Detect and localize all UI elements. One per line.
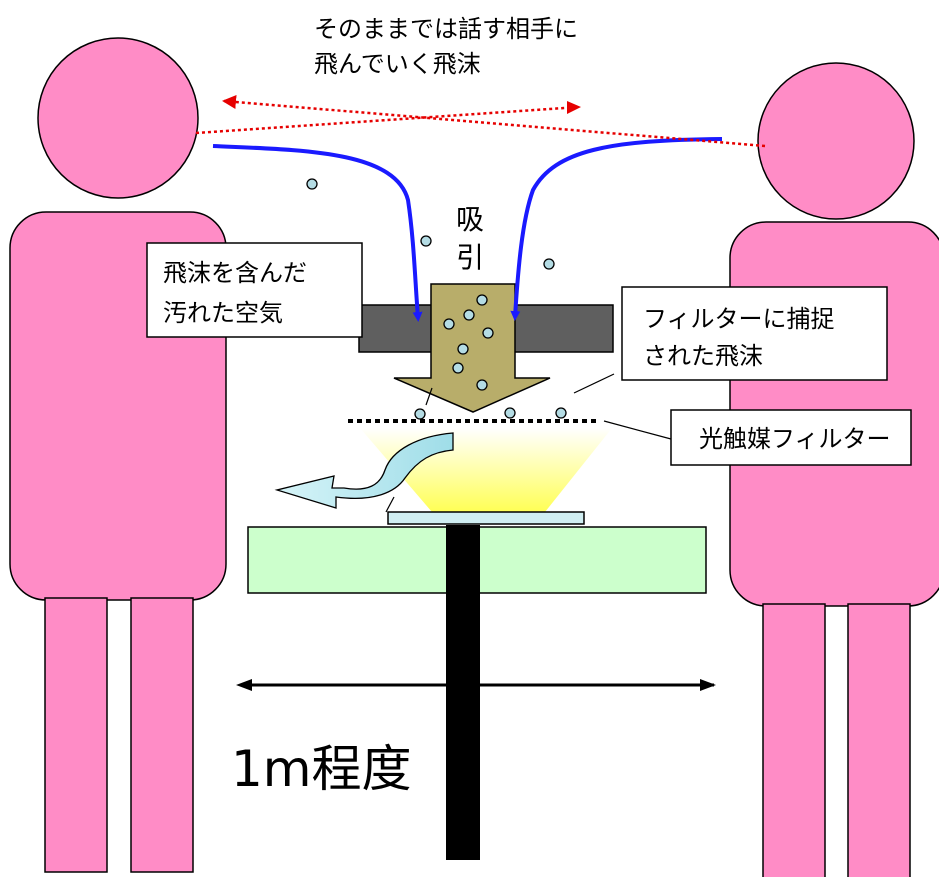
droplet-icon [543,258,555,270]
device-base-plate [387,511,585,525]
droplet-icon [306,178,318,190]
filter-label-box [670,409,912,466]
droplet-icon [476,294,488,306]
captured-leader-2 [425,387,433,406]
filter-leader [603,420,672,440]
distance-label: 1m程度 [231,740,412,798]
left-person-icon [9,37,227,873]
airborne-droplets [306,178,555,270]
suction-label-2: 引 [456,241,484,274]
suction-label-1: 吸 [456,203,484,236]
airflow-arrow-left [212,144,423,322]
spray-arrowhead-right [567,101,581,114]
droplet-icon [452,362,464,374]
airflow-arrow-right [510,137,723,321]
top-note-line1: そのままでは話す相手に [314,15,578,43]
filter-droplets [414,407,567,420]
droplet-icon [414,408,426,420]
droplet-icon [476,379,488,391]
distance-arrowhead-left [236,679,252,691]
captured-droplets [443,294,494,391]
droplet-icon [420,235,432,247]
captured-leader [573,373,615,394]
dirty-air-label-1: 飛沫を含んだ [163,259,307,287]
captured-label-2: された飛沫 [643,342,763,370]
top-note-line2: 飛んでいく飛沫 [314,50,481,78]
exhaust-leader [385,496,395,513]
captured-box [621,286,888,381]
filter-label: 光触媒フィルター [699,425,891,453]
right-person-icon [729,62,939,877]
droplet-icon [555,407,567,419]
droplet-icon [463,309,475,321]
droplet-icon [457,343,469,355]
droplet-icon [504,407,516,419]
dirty-air-label-2: 汚れた空気 [163,299,283,327]
droplet-icon [482,327,494,339]
table-pole [446,525,480,860]
spray-path-right [222,95,766,148]
exhaust-arrow-left-icon [274,432,454,509]
dirty-air-box [146,242,363,338]
captured-label-1: フィルターに捕捉 [643,305,835,333]
spray-path-left [195,105,580,135]
droplet-icon [443,318,455,330]
